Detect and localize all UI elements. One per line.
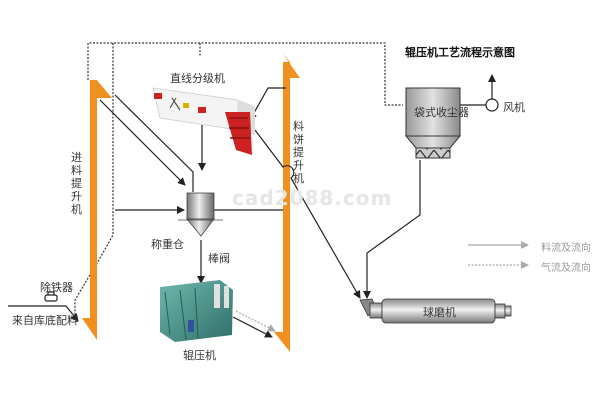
label-feed-elevator: 进料提升机: [71, 151, 82, 216]
label-ball-mill: 球磨机: [423, 306, 456, 319]
ball-mill: [359, 298, 512, 324]
label-fan: 风机: [503, 101, 525, 114]
legend-air-flow: 气流及流向: [541, 263, 591, 274]
label-linear-classifier: 直线分级机: [170, 72, 225, 85]
roller-press: [160, 280, 233, 342]
label-iron-remover: 除铁器: [40, 281, 73, 294]
weigh-bin: [178, 192, 223, 237]
label-roller-press: 辊压机: [183, 349, 216, 362]
label-cake-elevator: 料饼提升机: [293, 120, 304, 185]
legend-material-flow: 料流及流向: [541, 243, 591, 254]
label-bag-dust-collector: 袋式收尘器: [414, 106, 469, 119]
bag-dust-collector: [404, 87, 462, 159]
cake-elevator: [274, 54, 300, 352]
diagram-title: 辊压机工艺流程示意图: [405, 46, 515, 59]
legend-lines: [468, 241, 529, 269]
air-flow-lines: [74, 42, 403, 315]
fan-icon: [485, 98, 499, 112]
feed-elevator: [82, 72, 112, 340]
label-source: 来自库底配料: [12, 314, 78, 327]
linear-classifier: [152, 87, 255, 155]
watermark: cad2088.com: [232, 186, 393, 210]
iron-remover-icon: [44, 291, 58, 302]
press-air-line: [235, 310, 276, 332]
label-rod-valve: 棒阀: [208, 252, 230, 265]
material-flow-lines: [8, 74, 496, 338]
label-weigh-bin: 称重仓: [151, 238, 184, 251]
